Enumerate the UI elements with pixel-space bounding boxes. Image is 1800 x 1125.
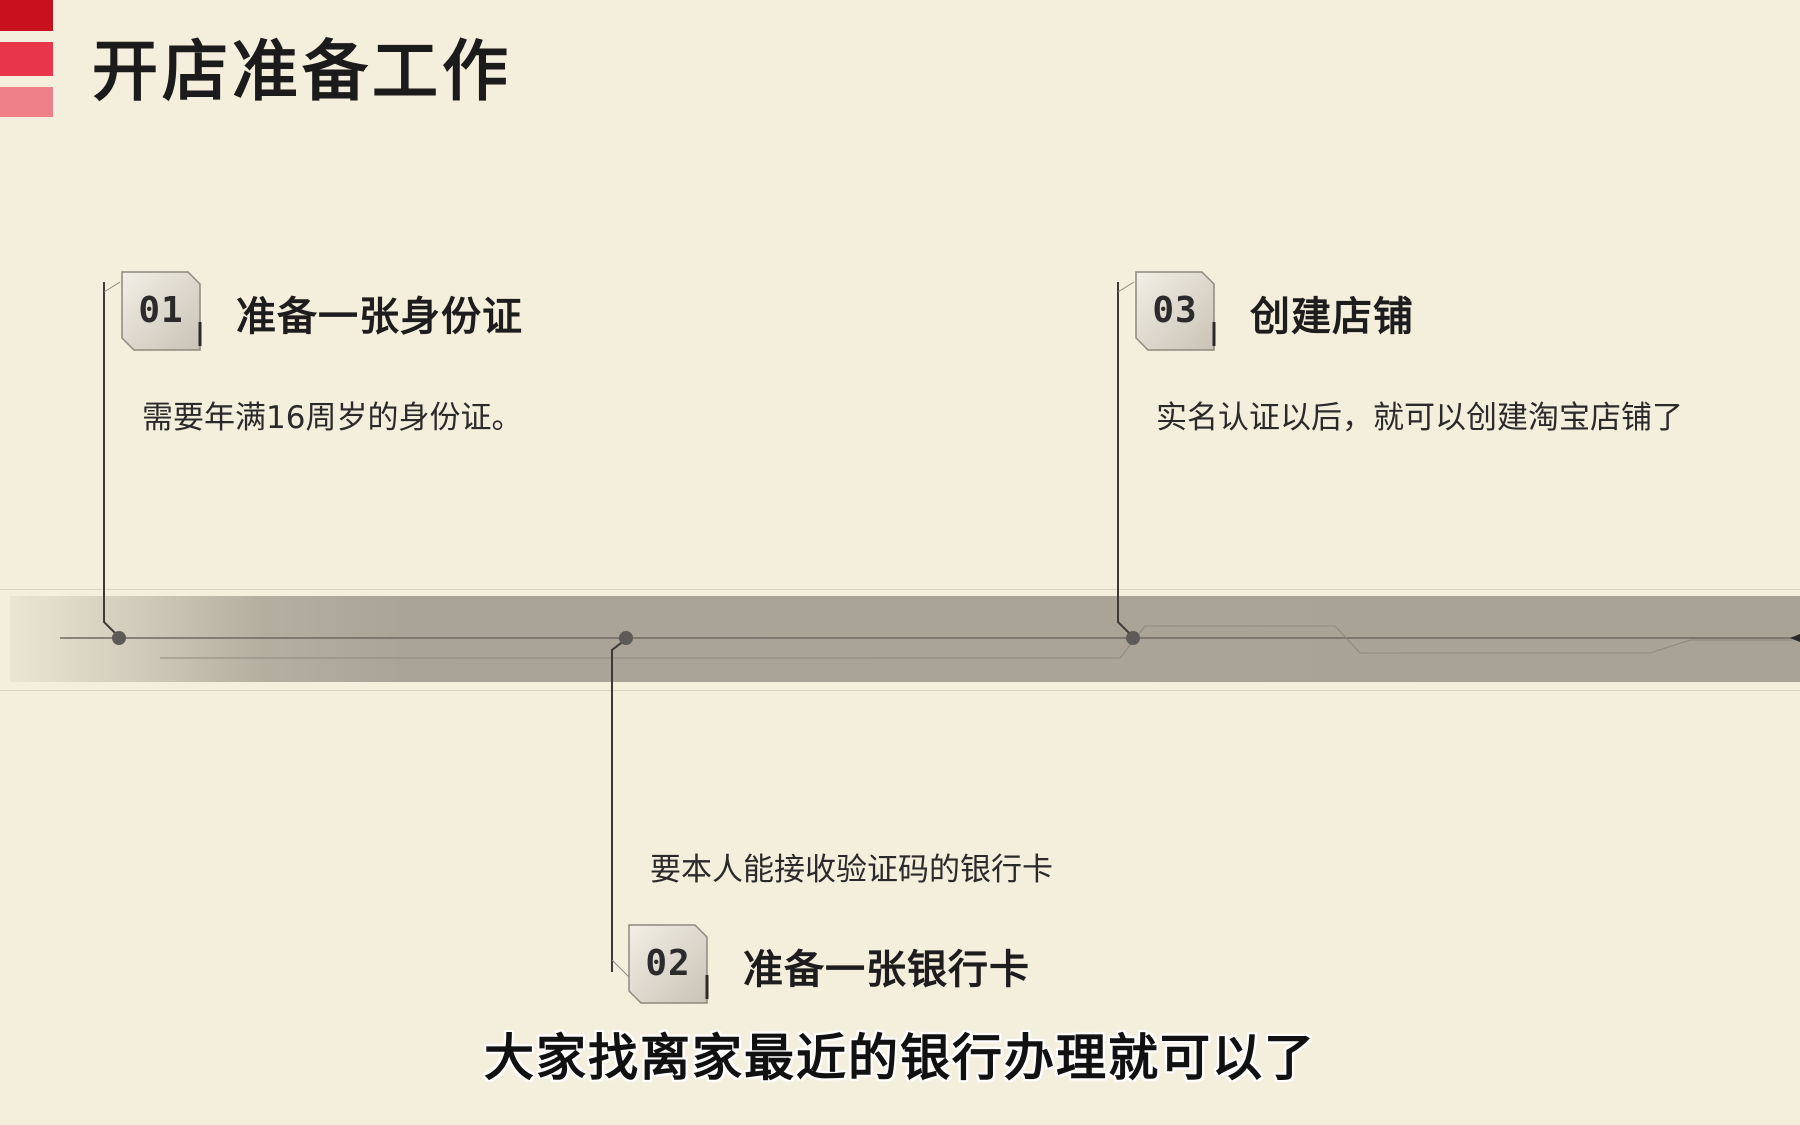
step-03-badge: 03 [1134,270,1216,352]
timeline-edge-top [0,589,1800,590]
step-01-badge: 01 [120,270,202,352]
step-02-badge: 02 [627,923,709,1005]
step-03-title: 创建店铺 [1250,294,1414,340]
step-03-number: 03 [1152,290,1198,331]
page-title: 开店准备工作 [92,33,512,110]
accent-bar-bottom [0,87,53,117]
step-01-number: 01 [138,290,184,331]
step-01-description: 需要年满16周岁的身份证。 [142,400,523,436]
step-02-description: 要本人能接收验证码的银行卡 [650,852,1053,888]
step-01-title: 准备一张身份证 [236,294,523,340]
step-02-number: 02 [645,943,691,984]
caption-subtitle: 大家找离家最近的银行办理就可以了 [484,1029,1316,1087]
accent-bar-middle [0,42,53,76]
step-03-description: 实名认证以后，就可以创建淘宝店铺了 [1156,400,1683,436]
timeline-band [10,596,1800,682]
timeline-edge-bottom [0,690,1800,691]
step-02-title: 准备一张银行卡 [743,947,1030,993]
accent-bar-top [0,0,53,31]
step-01-connector [103,282,119,637]
step-03-connector [1117,282,1133,637]
